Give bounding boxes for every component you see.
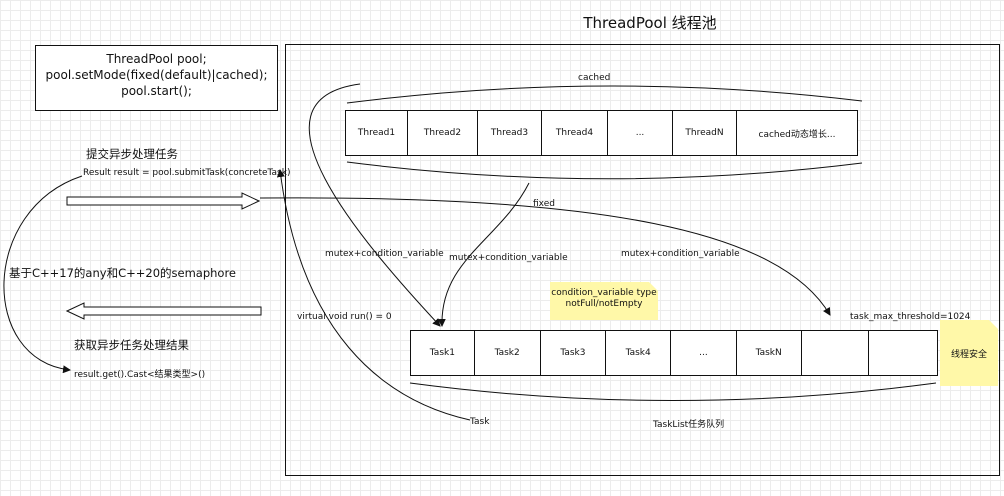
note-line: notFull/notEmpty	[565, 299, 643, 309]
task-cell: ...	[671, 331, 737, 375]
submit-arrow-icon	[66, 192, 260, 210]
thread-cell: Thread2	[408, 111, 478, 155]
cached-label: cached	[578, 73, 611, 83]
result-arrow-icon	[66, 302, 262, 320]
virtual-run-label: virtual void run() = 0	[297, 312, 392, 322]
any-semaphore-label: 基于C++17的any和C++20的semaphore	[9, 266, 237, 280]
note-line: condition_variable type	[551, 288, 657, 298]
diagram-title: ThreadPool 线程池	[583, 14, 717, 32]
fixed-label: fixed	[533, 199, 555, 209]
threadpool-frame	[285, 44, 1000, 476]
code-line: pool.start();	[121, 84, 192, 98]
task-cell-empty	[802, 331, 870, 375]
thread-safe-note: 线程安全	[940, 320, 998, 386]
get-result-heading: 获取异步任务处理结果	[74, 338, 189, 352]
thread-cell: ThreadN	[673, 111, 737, 155]
thread-list: Thread1 Thread2 Thread3 Thread4 ... Thre…	[345, 110, 858, 156]
code-line: ThreadPool pool;	[106, 52, 207, 66]
thread-cell: ...	[608, 111, 673, 155]
task-list: Task1 Task2 Task3 Task4 ... TaskN	[410, 330, 938, 376]
threshold-label: task_max_threshold=1024	[850, 312, 971, 322]
task-cell: Task2	[475, 331, 541, 375]
mutex-cv-label: mutex+condition_variable	[325, 249, 444, 259]
task-cell: Task3	[541, 331, 607, 375]
thread-cell: Thread1	[346, 111, 408, 155]
code-line: pool.setMode(fixed(default)|cached);	[45, 68, 268, 82]
tasklist-label: TaskList任务队列	[653, 420, 725, 430]
mutex-cv-label: mutex+condition_variable	[449, 253, 568, 263]
task-label: Task	[470, 417, 490, 427]
mutex-cv-label: mutex+condition_variable	[621, 249, 740, 259]
task-cell: TaskN	[737, 331, 802, 375]
thread-cell-cached: cached动态增长...	[758, 129, 836, 140]
get-result-call: result.get().Cast<结果类型>()	[74, 370, 206, 380]
thread-cell: Thread3	[478, 111, 542, 155]
task-cell: Task4	[606, 331, 672, 375]
submit-call: Result result = pool.submitTask(concrete…	[83, 168, 291, 178]
note-line: 线程安全	[950, 349, 987, 360]
submit-heading: 提交异步处理任务	[86, 147, 178, 161]
cv-type-note: condition_variable type notFull/notEmpty	[550, 282, 658, 320]
task-cell: Task1	[411, 331, 475, 375]
thread-cell: Thread4	[542, 111, 608, 155]
usage-code-box: ThreadPool pool; pool.setMode(fixed(defa…	[35, 45, 278, 111]
